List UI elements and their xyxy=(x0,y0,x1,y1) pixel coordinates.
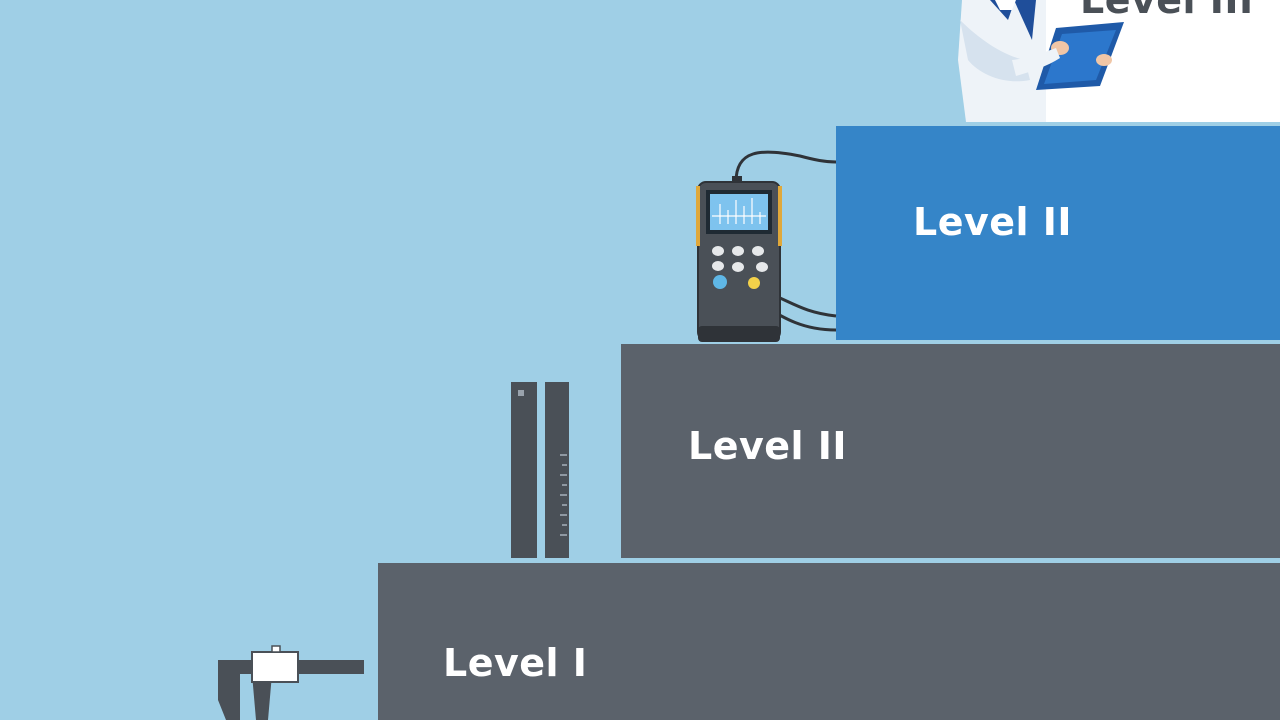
level-3-label: Level III xyxy=(1080,0,1254,22)
inspector-figure-icon xyxy=(958,0,1046,122)
clipboard-icon xyxy=(1012,22,1124,90)
level-2-upper-label: Level II xyxy=(913,200,1073,244)
caliper-icon xyxy=(218,645,364,720)
ruler-gauge-icon xyxy=(511,382,569,558)
step-level-2 xyxy=(621,344,1280,558)
step-level-1 xyxy=(378,563,1280,720)
step-level-2-upper xyxy=(836,126,1280,340)
level-1-label: Level I xyxy=(443,641,588,685)
ultrasonic-tester-icon xyxy=(696,150,837,342)
level-2-label: Level II xyxy=(688,424,848,468)
